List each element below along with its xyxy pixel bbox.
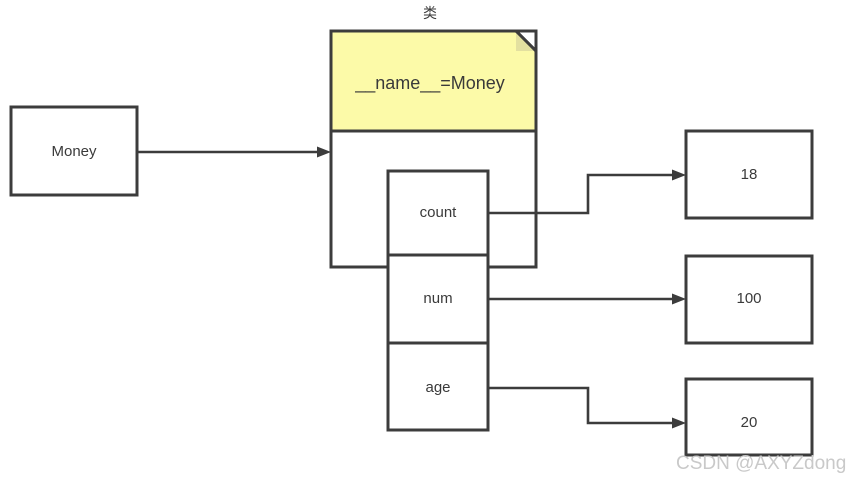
value-label-20: 20: [741, 414, 758, 431]
note-fold-outline: [512, 29, 538, 55]
attribute-label-num: num: [423, 290, 452, 307]
attribute-box-age: [386, 341, 490, 432]
edge-count-to-18-arrowhead: [672, 169, 686, 181]
edge-num-to-100-arrowhead: [672, 293, 686, 305]
edge-count-to-18: [488, 173, 677, 215]
attribute-label-age: age: [425, 379, 450, 396]
value-box-18: [684, 129, 814, 220]
value-box-100: [684, 254, 814, 345]
reference-box-label: Money: [51, 143, 97, 160]
value-box-20: [684, 377, 814, 457]
reference-box: [9, 105, 139, 197]
edge-reference-to-class-arrowhead: [317, 146, 331, 158]
class-caption: 类: [423, 6, 437, 22]
watermark-text: CSDN @AXYZdong: [676, 453, 846, 474]
attribute-box-count: [386, 169, 490, 257]
class-note-shape: [329, 29, 538, 133]
class-note-label: __name__=Money: [354, 73, 505, 94]
edge-age-to-20-arrowhead: [672, 417, 686, 429]
edge-age-to-20: [488, 386, 677, 425]
attribute-box-num: [386, 253, 490, 345]
value-label-100: 100: [736, 290, 761, 307]
value-label-18: 18: [741, 166, 758, 183]
attribute-label-count: count: [420, 204, 458, 221]
